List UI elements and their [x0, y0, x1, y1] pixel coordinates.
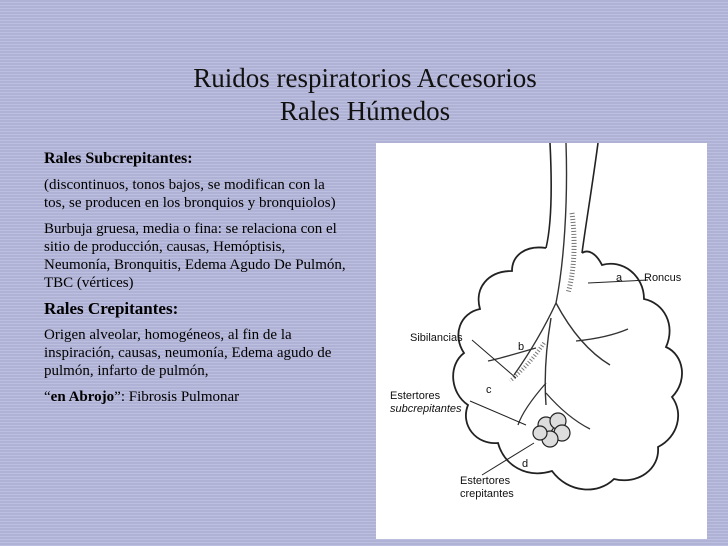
- slide-title: Ruidos respiratorios Accesorios Rales Hú…: [100, 62, 630, 128]
- abrojo-term: en Abrojo: [50, 389, 115, 405]
- slide-title-line-2: Rales Húmedos: [279, 96, 451, 126]
- leader-estertores-crep: [481, 442, 535, 476]
- label-sibilancias: Sibilancias: [410, 332, 463, 344]
- bronchus-branch-7: [545, 392, 591, 430]
- leader-sibilancias: [471, 339, 517, 379]
- text-column: Rales Subcrepitantes: (discontinuos, ton…: [44, 150, 349, 414]
- marker-c: c: [486, 384, 492, 396]
- crepitantes-heading: Rales Crepitantes:: [44, 299, 179, 318]
- leader-estertores-sub: [469, 400, 527, 426]
- abrojo-rest: ”: Fibrosis Pulmonar: [114, 389, 240, 405]
- crepitantes-description: Origen alveolar, homogéneos, al fin de l…: [44, 327, 332, 379]
- trachea-wall-left: [545, 143, 552, 249]
- label-estertores-crep-2: crepitantes: [460, 488, 514, 500]
- slide-title-line-1: Ruidos respiratorios Accesorios: [193, 63, 537, 93]
- leader-roncus: [587, 279, 649, 284]
- lung-outline: [452, 246, 683, 491]
- subcrepitantes-heading: Rales Subcrepitantes:: [44, 150, 193, 167]
- marker-a: a: [616, 272, 623, 284]
- burbuja-paragraph: Burbuja gruesa, media o fina: se relacio…: [44, 221, 346, 291]
- label-roncus: Roncus: [644, 272, 682, 284]
- secretion-bronchus: [508, 341, 546, 383]
- label-estertores-sub-2: subcrepitantes: [390, 403, 462, 415]
- trachea-wall-right: [581, 143, 599, 254]
- bronchus-branch-2: [555, 302, 611, 366]
- label-estertores-crep-1: Estertores: [460, 475, 511, 487]
- label-estertores-sub-1: Estertores: [390, 390, 441, 402]
- bronchus-branch-1: [513, 302, 557, 376]
- abrojo-paragraph: “en Abrojo”: Fibrosis Pulmonar: [44, 388, 349, 406]
- lung-diagram-svg: a b c d Roncus Sibilancias Estertores su…: [390, 143, 683, 500]
- bronchus-branch-4: [487, 347, 537, 362]
- subcrepitantes-description: (discontinuos, tonos bajos, se modifican…: [44, 177, 336, 211]
- bronchus-main: [555, 143, 568, 304]
- lung-diagram: a b c d Roncus Sibilancias Estertores su…: [376, 143, 707, 539]
- bronchus-branch-5: [575, 328, 629, 342]
- bronchus-branch-3: [544, 317, 552, 406]
- secretion-trachea: [565, 212, 577, 294]
- marker-b: b: [518, 341, 524, 353]
- alveolar-cluster: [532, 412, 571, 448]
- abrojo-open-quote: “: [44, 389, 51, 405]
- marker-d: d: [522, 458, 528, 470]
